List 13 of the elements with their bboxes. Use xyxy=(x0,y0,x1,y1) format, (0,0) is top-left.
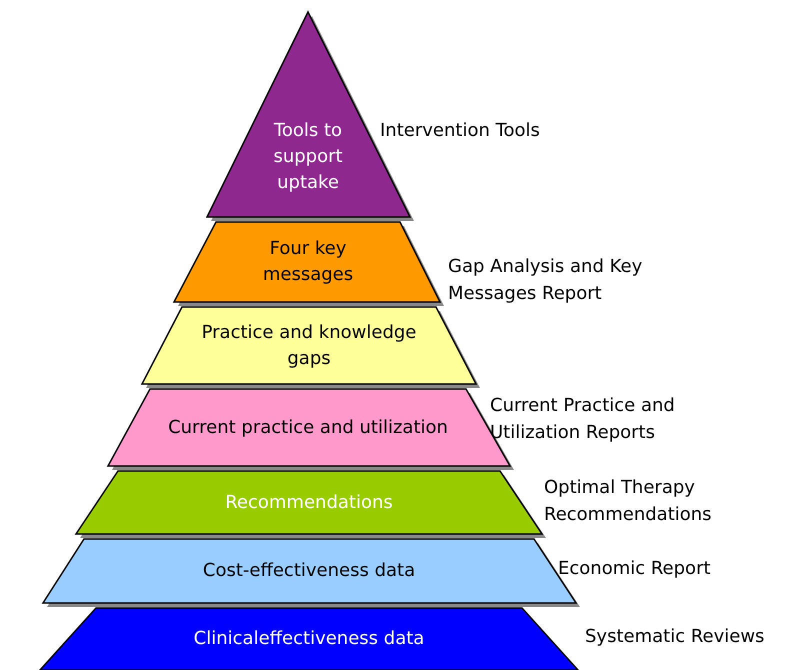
output-label: Optimal Therapy Recommendations xyxy=(544,476,713,527)
layer-label: Tools to support uptake xyxy=(272,119,344,195)
output-label: Gap Analysis and Key Messages Report xyxy=(448,255,644,306)
output-label: Current Practice and Utilization Reports xyxy=(490,394,676,445)
output-label: Intervention Tools xyxy=(380,119,541,143)
output-label: Economic Report xyxy=(558,557,712,581)
layer-label: Recommendations xyxy=(225,490,393,514)
output-label: Systematic Reviews xyxy=(585,625,766,649)
layer-label: Clinicaleffectiveness data xyxy=(194,627,424,651)
layer-label: Cost-effectiveness data xyxy=(202,559,416,583)
layer-label: Four key messages xyxy=(262,237,354,287)
layer-label: Practice and knowledge gaps xyxy=(200,320,418,370)
layer-label: Current practice and utilization xyxy=(168,416,448,440)
